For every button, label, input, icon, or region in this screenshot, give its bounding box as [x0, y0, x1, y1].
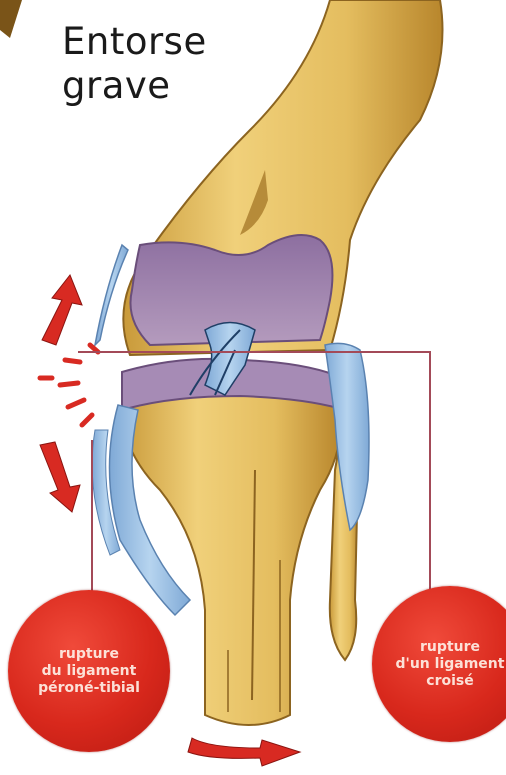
title-line-1: Entorse	[62, 20, 207, 64]
callout-right-line-1: rupture	[420, 639, 480, 656]
callout-left-line-1: rupture	[59, 646, 119, 663]
diagram-title: Entorse grave	[62, 20, 207, 108]
callout-lateral-ligament-rupture: rupture du ligament péroné-tibial	[8, 590, 170, 752]
callout-right-line-3: croisé	[426, 673, 473, 690]
title-line-2: grave	[62, 64, 207, 108]
callout-left-line-3: péroné-tibial	[38, 680, 140, 697]
red-arrow-right-icon	[188, 738, 300, 766]
callout-left-line-2: du ligament	[42, 663, 137, 680]
double-red-arrow-icon	[40, 275, 82, 512]
callout-right-line-2: d'un ligament	[396, 656, 505, 673]
impact-burst-icon	[40, 345, 98, 425]
